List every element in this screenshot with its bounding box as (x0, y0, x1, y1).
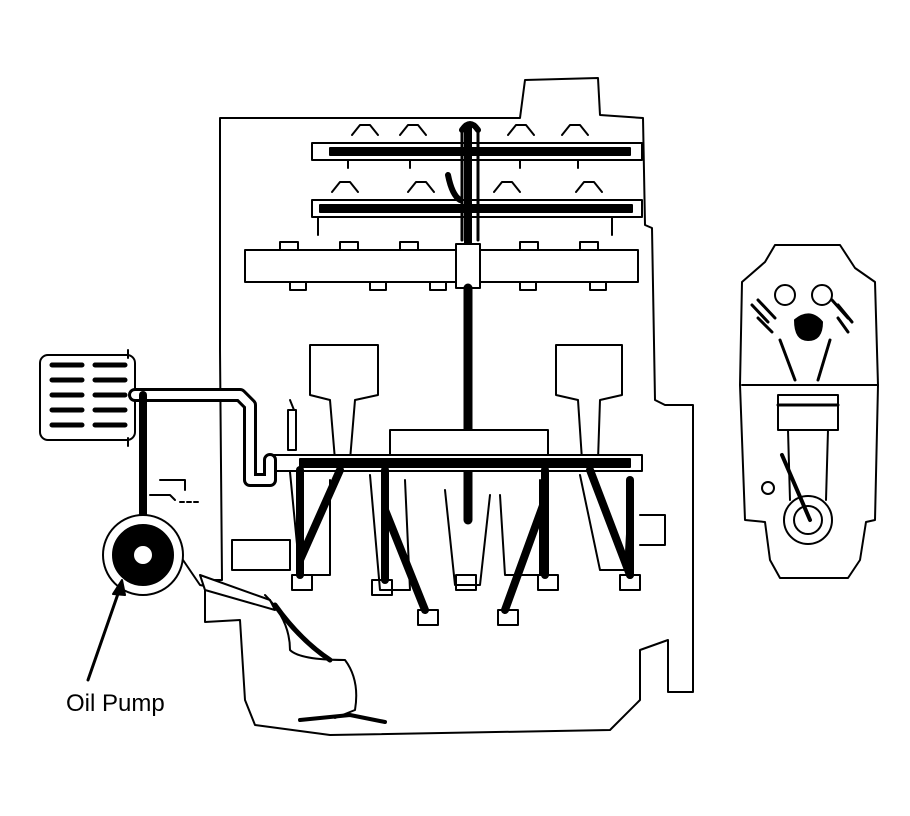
oil-pickup (199, 574, 387, 724)
relief-valve (287, 399, 297, 451)
main-oil-gallery (269, 454, 643, 472)
pump-filter-passage (128, 388, 277, 524)
crankshaft (231, 471, 666, 626)
oil-pump-leader (86, 579, 126, 682)
crank-oil-passages (296, 466, 634, 614)
piston-right (555, 344, 623, 461)
oil-pump (102, 514, 271, 601)
piston-left (309, 344, 379, 461)
oil-pump-label: Oil Pump (66, 690, 165, 717)
cylinder-cross-section (739, 244, 879, 579)
engine-block-outline (204, 77, 694, 736)
camshaft (244, 241, 639, 291)
oil-filter (39, 349, 136, 447)
